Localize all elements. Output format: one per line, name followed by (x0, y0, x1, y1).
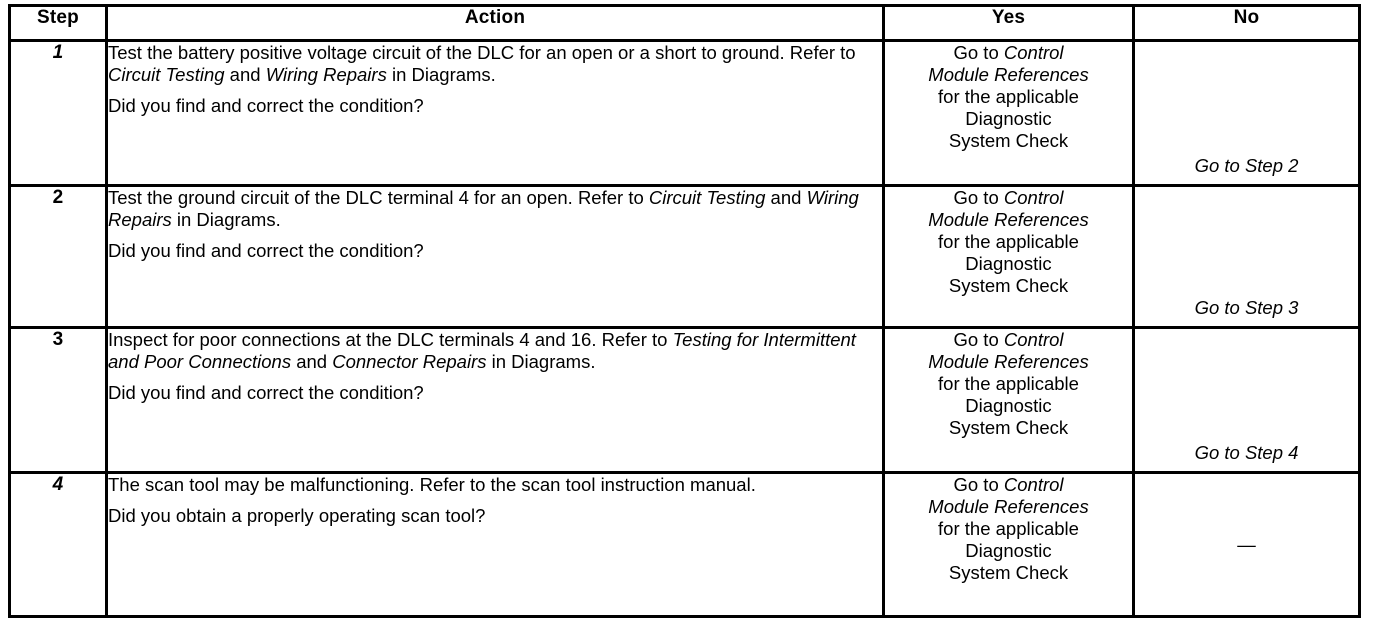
yes-reference-italic: Module References (928, 209, 1089, 230)
yes-line-2: Module References (885, 209, 1132, 231)
step-number-cell: 4 (8, 471, 108, 618)
yes-line-4: Diagnostic (965, 540, 1052, 561)
yes-line-1: Go to Control (885, 329, 1132, 351)
column-header-no: No (1132, 4, 1361, 42)
action-cell: Test the battery positive voltage circui… (105, 39, 885, 187)
table-row: 3 Inspect for poor connections at the DL… (8, 326, 1361, 474)
yes-line-3: for the applicable (938, 231, 1079, 252)
yes-line-5: System Check (948, 130, 1069, 151)
step-number-cell: 3 (8, 326, 108, 474)
action-reference-italic: Wiring Repairs (108, 187, 859, 230)
action-text-segment: and (765, 187, 807, 208)
action-text-segment: and (291, 351, 333, 372)
no-goto-text: Go to Step 2 (1194, 155, 1299, 176)
action-question: Did you obtain a properly operating scan… (108, 505, 486, 526)
yes-line-2: Module References (885, 351, 1132, 373)
action-question: Did you find and correct the condition? (108, 95, 424, 116)
yes-line-1: Go to Control (885, 474, 1132, 496)
action-text-segment: Test the ground circuit of the DLC termi… (108, 187, 649, 208)
no-cell: Go to Step 2 (1132, 39, 1361, 187)
action-reference-italic: Testing for Intermittent and Poor Connec… (108, 329, 856, 372)
yes-line-2: Module References (885, 496, 1132, 518)
yes-line-3: for the applicable (938, 518, 1079, 539)
yes-goto-text: Go to (953, 474, 1004, 495)
yes-reference-italic: Module References (928, 64, 1089, 85)
yes-goto-text: Go to (953, 42, 1004, 63)
yes-reference-italic: Module References (928, 496, 1089, 517)
action-text-segment: in Diagrams. (386, 64, 496, 85)
action-text-segment: Inspect for poor connections at the DLC … (108, 329, 673, 350)
action-text-segment: in Diagrams. (171, 209, 281, 230)
yes-cell: Go to Control Module References for the … (882, 471, 1135, 618)
action-text-segment: and (224, 64, 266, 85)
action-paragraph: The scan tool may be malfunctioning. Ref… (108, 474, 882, 496)
action-cell: Test the ground circuit of the DLC termi… (105, 184, 885, 329)
no-cell: Go to Step 3 (1132, 184, 1361, 329)
table-row: 4 The scan tool may be malfunctioning. R… (8, 471, 1361, 618)
step-number: 3 (52, 329, 64, 350)
action-text-segment: Test the battery positive voltage circui… (108, 42, 856, 63)
action-reference-italic: Wiring Repairs (265, 64, 387, 85)
yes-line-2: Module References (885, 64, 1132, 86)
step-number: 4 (52, 474, 64, 495)
yes-reference-italic: Control (1003, 474, 1064, 495)
action-question: Did you find and correct the condition? (108, 240, 424, 261)
yes-cell: Go to Control Module References for the … (882, 184, 1135, 329)
no-goto-text: Go to Step 3 (1194, 297, 1299, 318)
action-question: Did you find and correct the condition? (108, 382, 424, 403)
column-header-yes: Yes (882, 4, 1135, 42)
yes-line-5: System Check (948, 275, 1069, 296)
diagnostic-procedure-table: Step Action Yes No 1 Test the battery po… (8, 4, 1361, 618)
action-reference-italic: Connector Repairs (332, 351, 487, 372)
yes-reference-italic: Control (1003, 329, 1064, 350)
step-number: 2 (52, 187, 64, 208)
step-number-cell: 2 (8, 184, 108, 329)
table-header: Step Action Yes No (8, 4, 1361, 42)
yes-reference-italic: Control (1003, 42, 1064, 63)
column-header-action: Action (105, 4, 885, 42)
no-dash-placeholder: — (1237, 533, 1256, 555)
yes-goto-text: Go to (953, 187, 1004, 208)
yes-line-4: Diagnostic (965, 395, 1052, 416)
action-cell: Inspect for poor connections at the DLC … (105, 326, 885, 474)
yes-line-4: Diagnostic (965, 253, 1052, 274)
action-reference-italic: Circuit Testing (648, 187, 766, 208)
yes-cell: Go to Control Module References for the … (882, 39, 1135, 187)
action-reference-italic: Circuit Testing (108, 64, 225, 85)
no-goto-text: Go to Step 4 (1194, 442, 1299, 463)
action-paragraph: Inspect for poor connections at the DLC … (108, 329, 882, 373)
header-row: Step Action Yes No (8, 4, 1361, 42)
yes-line-3: for the applicable (938, 373, 1079, 394)
yes-line-1: Go to Control (885, 42, 1132, 64)
table-row: 2 Test the ground circuit of the DLC ter… (8, 184, 1361, 329)
step-number: 1 (52, 42, 64, 63)
action-text-segment: The scan tool may be malfunctioning. Ref… (108, 474, 756, 495)
action-text-segment: in Diagrams. (486, 351, 596, 372)
column-header-step: Step (8, 4, 108, 42)
action-cell: The scan tool may be malfunctioning. Ref… (105, 471, 885, 618)
action-paragraph: Test the ground circuit of the DLC termi… (108, 187, 882, 231)
yes-reference-italic: Module References (928, 351, 1089, 372)
action-paragraph: Test the battery positive voltage circui… (108, 42, 882, 86)
yes-line-5: System Check (948, 562, 1069, 583)
yes-line-1: Go to Control (885, 187, 1132, 209)
no-cell: — (1132, 471, 1361, 618)
table-body: 1 Test the battery positive voltage circ… (8, 39, 1361, 618)
table-row: 1 Test the battery positive voltage circ… (8, 39, 1361, 187)
step-number-cell: 1 (8, 39, 108, 187)
yes-goto-text: Go to (953, 329, 1004, 350)
yes-line-3: for the applicable (938, 86, 1079, 107)
yes-cell: Go to Control Module References for the … (882, 326, 1135, 474)
yes-line-5: System Check (948, 417, 1069, 438)
yes-line-4: Diagnostic (965, 108, 1052, 129)
yes-reference-italic: Control (1003, 187, 1064, 208)
no-cell: Go to Step 4 (1132, 326, 1361, 474)
